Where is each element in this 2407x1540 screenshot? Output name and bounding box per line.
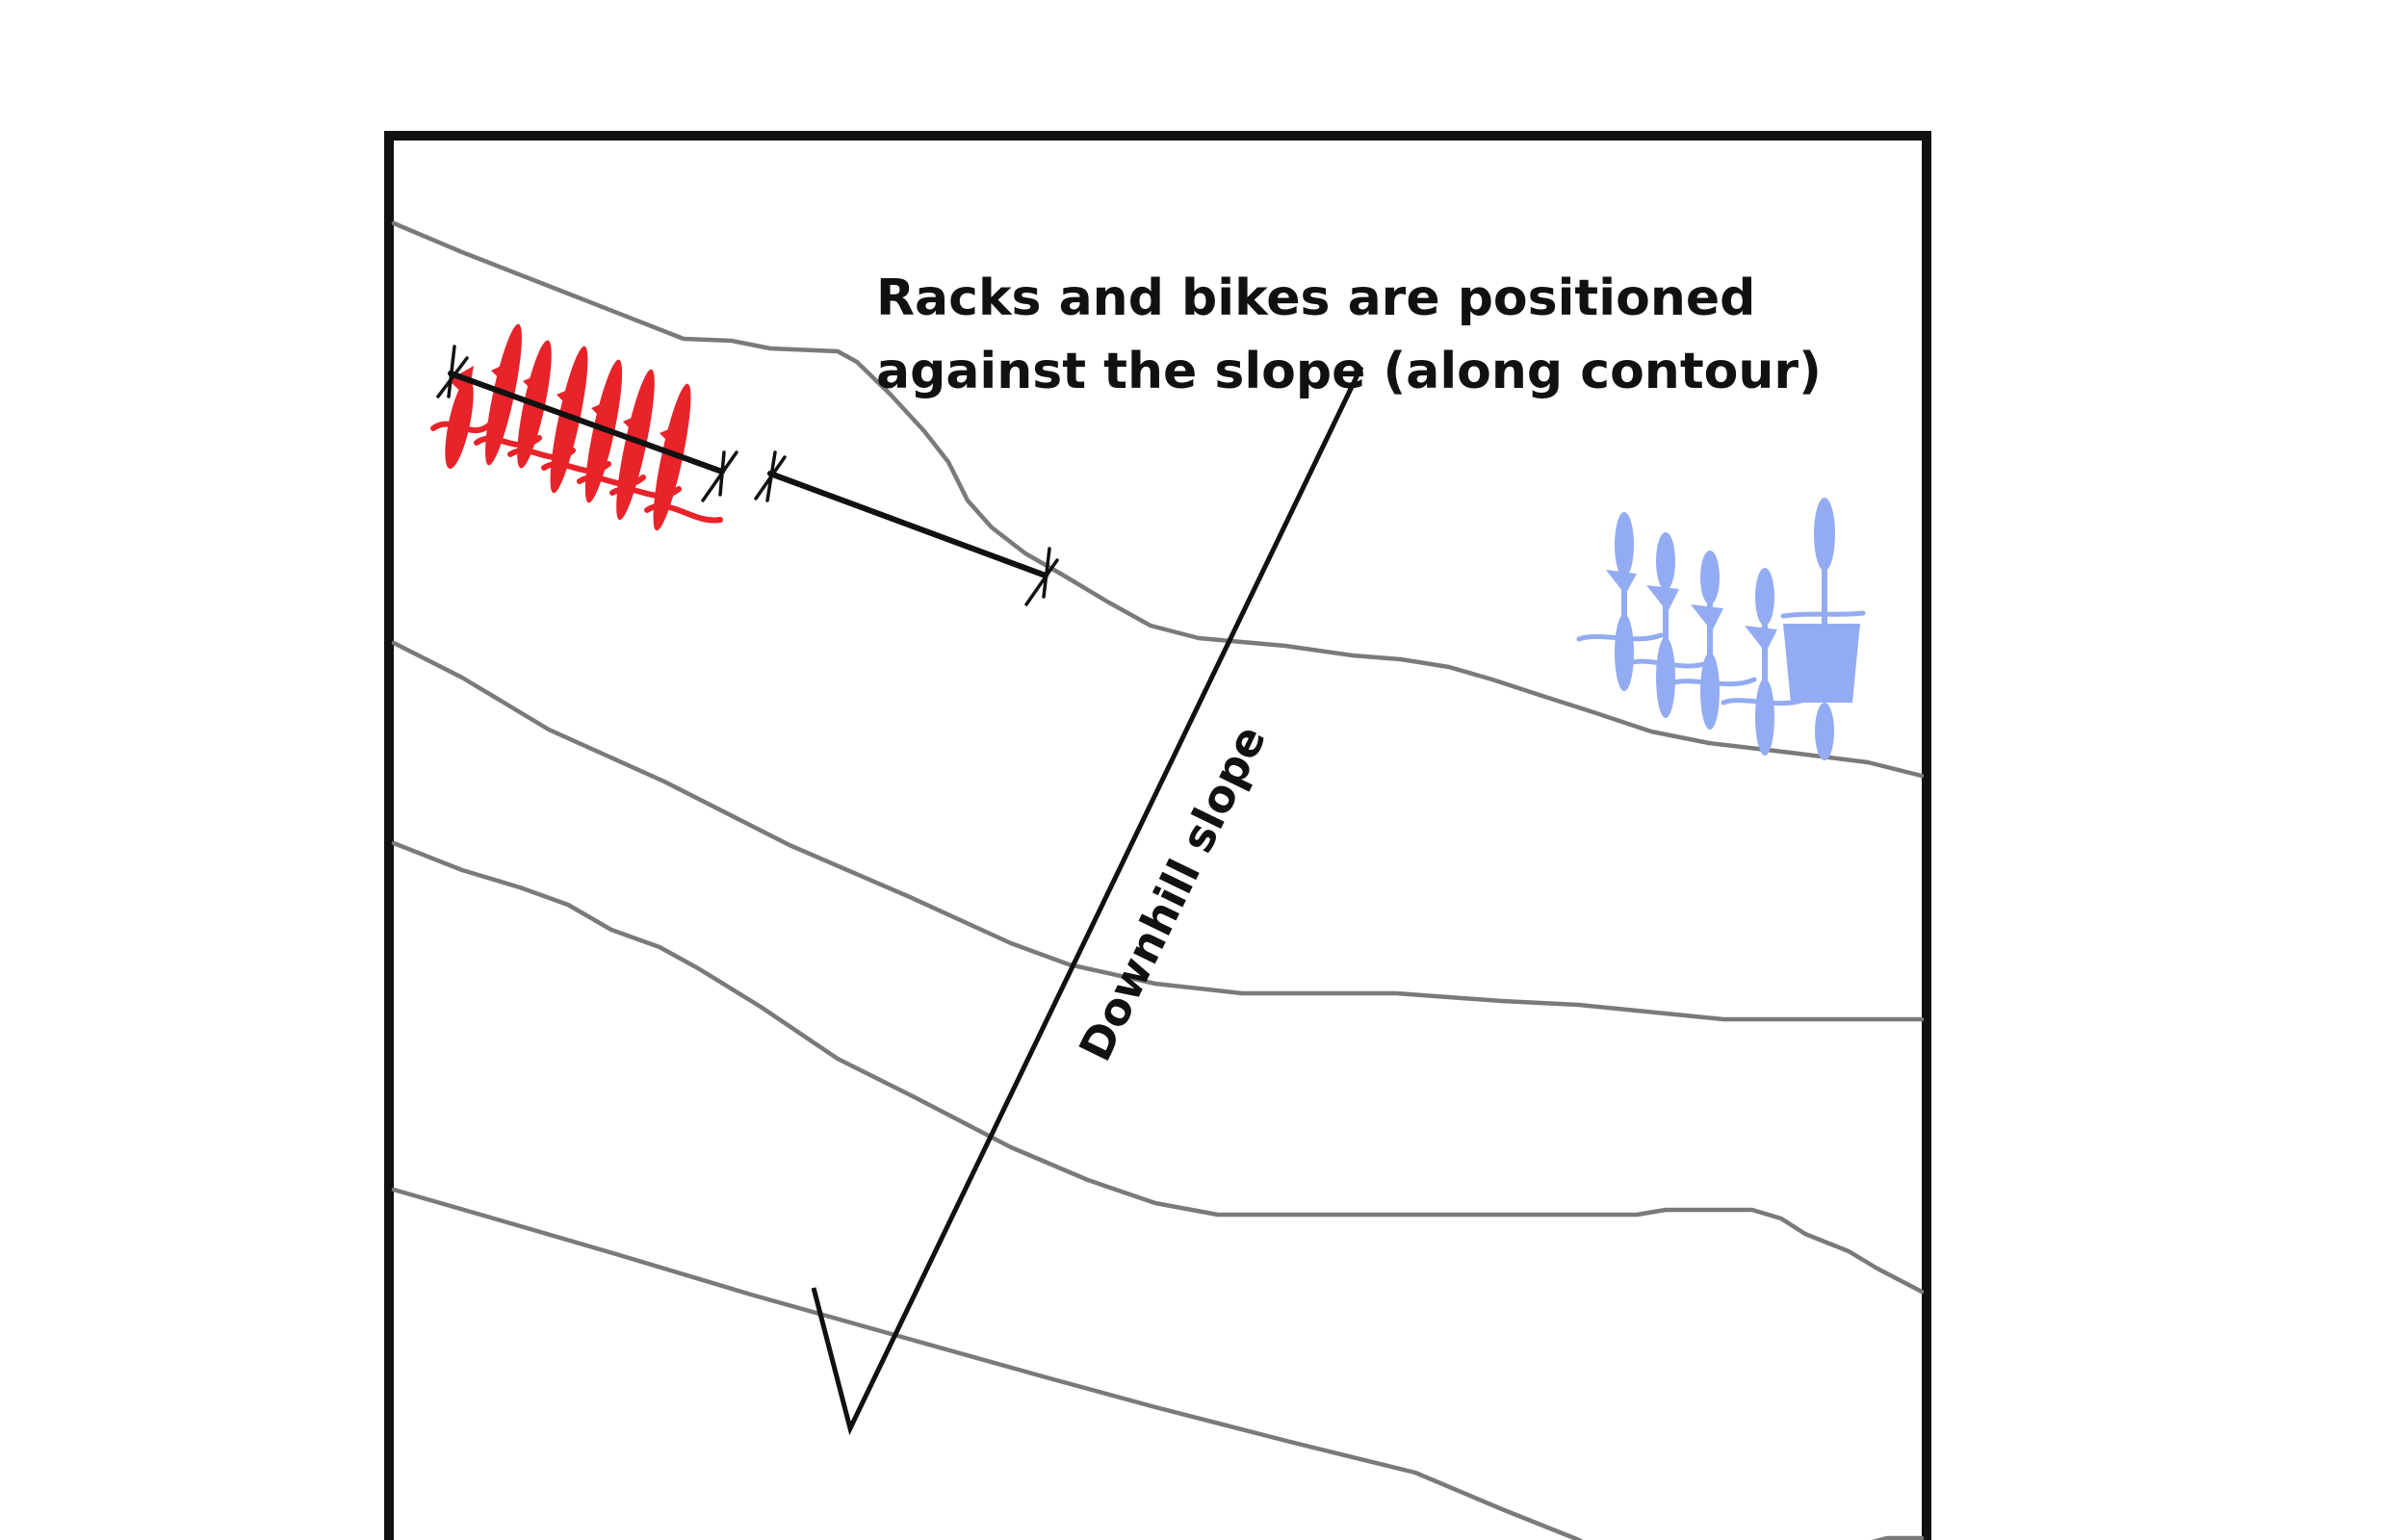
- contour-line-4: [391, 1187, 1584, 1540]
- downhill-arrow: Downhill slope: [811, 365, 1364, 1436]
- contour-line-2: [391, 640, 1925, 1022]
- annotation-line-1: Racks and bikes are positioned: [876, 270, 1755, 327]
- contour-line-5: [1871, 1535, 1925, 1540]
- bicycle-icon: [1780, 498, 1866, 760]
- bicycle-icon: [430, 366, 494, 470]
- bicycle-icon: [1669, 551, 1757, 730]
- bike-racks: [436, 345, 1059, 606]
- bicycle-icon: [644, 383, 723, 531]
- downhill-arrow-label: Downhill slope: [1069, 717, 1276, 1068]
- red-bike-group: [430, 323, 723, 531]
- contour-line-3: [391, 840, 1925, 1295]
- downhill-arrow-line: [811, 365, 1364, 1436]
- blue-bike-group: [1576, 498, 1866, 760]
- bike-rack-1: [448, 371, 725, 475]
- bicycle-icon: [1576, 512, 1664, 691]
- diagram-frame: [384, 131, 1931, 1540]
- bicycle-icon: [1624, 532, 1712, 718]
- bicycle-icon: [1721, 568, 1809, 756]
- bike-rack-2: [767, 471, 1048, 578]
- rack-end-markers: [436, 345, 1059, 606]
- contour-lines: [391, 220, 1925, 1540]
- contour-line-1: [391, 220, 1925, 779]
